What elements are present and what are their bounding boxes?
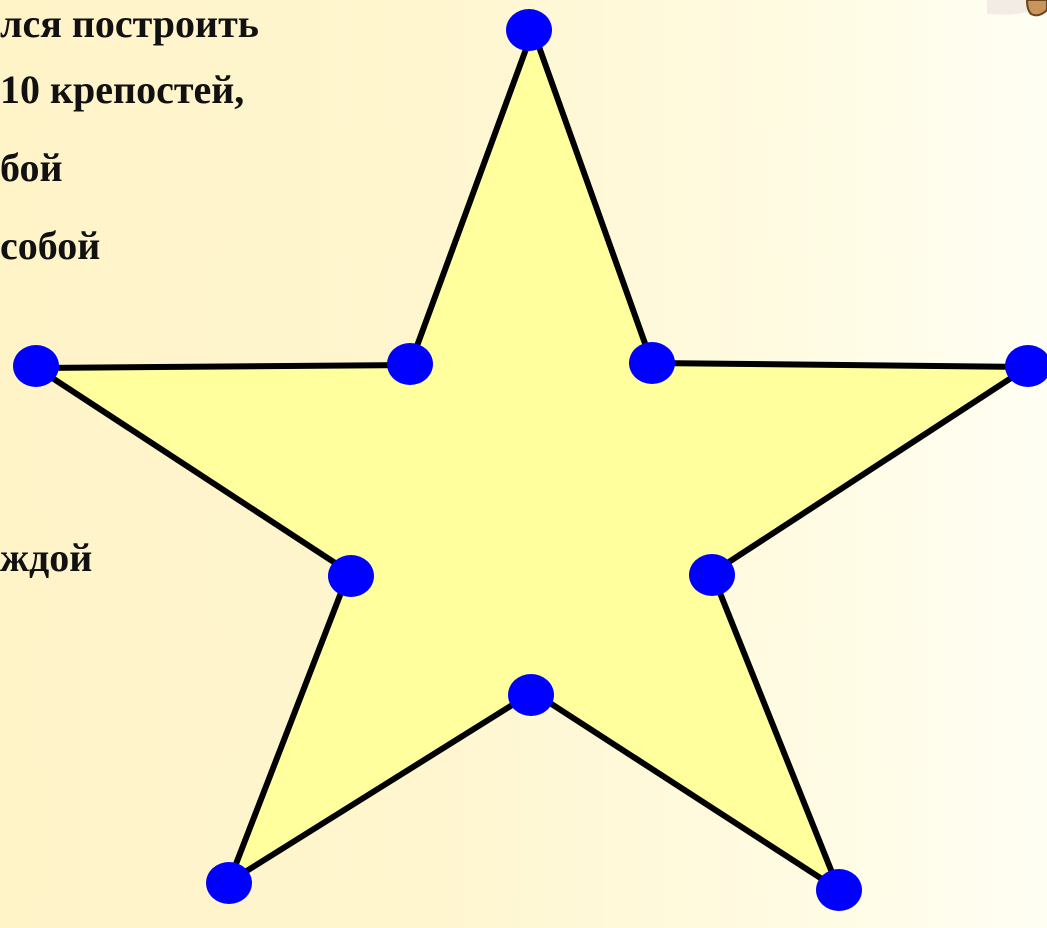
star-shape [37, 30, 1028, 890]
node-inner-left[interactable] [328, 555, 374, 597]
node-inner-top-left[interactable] [387, 343, 433, 385]
node-inner-bottom[interactable] [508, 674, 554, 716]
node-bottom-right[interactable] [816, 869, 862, 911]
node-bottom-left[interactable] [206, 862, 252, 904]
node-top[interactable] [506, 9, 552, 51]
node-inner-top-right[interactable] [629, 342, 675, 384]
node-inner-right[interactable] [689, 554, 735, 596]
node-left[interactable] [13, 345, 59, 387]
